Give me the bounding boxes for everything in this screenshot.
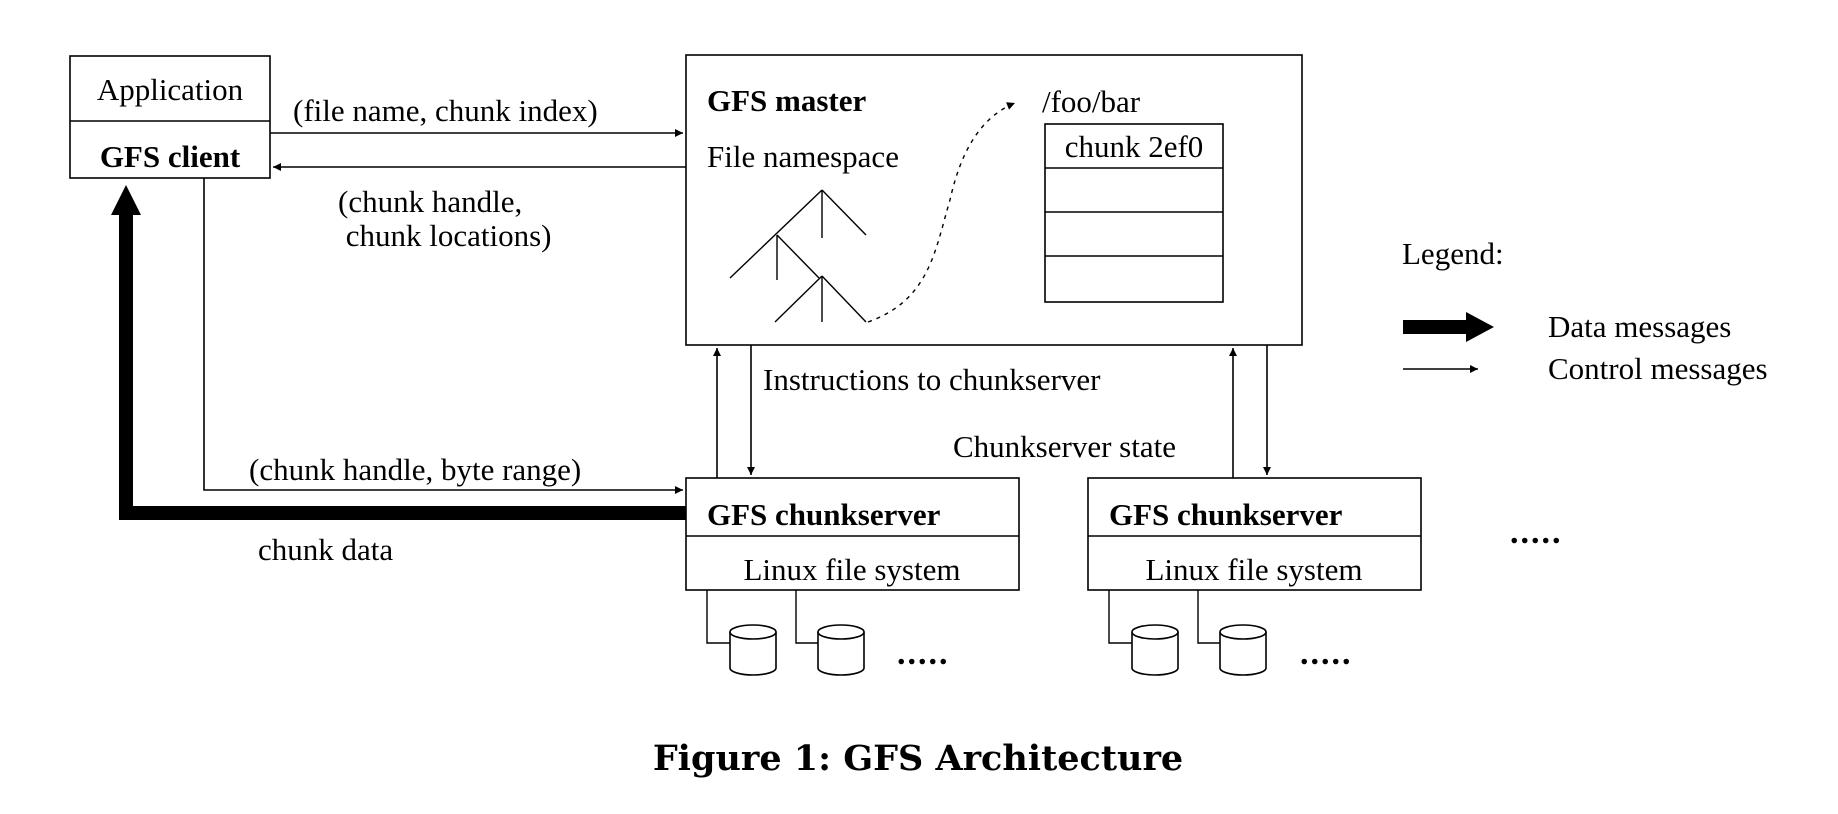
disk-icon <box>817 624 865 676</box>
reply-label-line2: chunk locations) <box>338 218 552 253</box>
chunk-id-cell: chunk 2ef0 <box>1065 129 1204 164</box>
disk-connectors <box>706 590 818 644</box>
chunk-data-label: chunk data <box>258 532 393 567</box>
file-path-label: /foo/bar <box>1042 84 1141 119</box>
application-label: Application <box>97 72 244 107</box>
legend: Legend: Data messages Control messages <box>1402 236 1768 386</box>
data-request-arrow <box>203 178 683 494</box>
namespace-link <box>867 102 1016 323</box>
figure-caption: Figure 1: GFS Architecture <box>653 738 1183 779</box>
master-box: GFS master File namespace /foo/bar chunk… <box>685 54 1303 346</box>
reply-label-line1: (chunk handle, <box>338 184 522 219</box>
chunkserver-title: GFS chunkserver <box>707 497 941 532</box>
linux-fs-label: Linux file system <box>1146 552 1363 587</box>
chunkserver-title: GFS chunkserver <box>1109 497 1343 532</box>
master-chunkserver-arrows <box>713 345 1271 478</box>
more-chunkservers-ellipsis: ..... <box>1510 514 1563 551</box>
legend-data-arrow-icon <box>1403 312 1494 342</box>
disk-icon <box>729 624 777 676</box>
data-request-label: (chunk handle, byte range) <box>249 452 581 487</box>
legend-data-label: Data messages <box>1548 309 1731 344</box>
legend-title: Legend: <box>1402 236 1504 271</box>
request-label: (file name, chunk index) <box>293 93 598 128</box>
client-box: Application GFS client <box>69 55 271 179</box>
file-namespace-label: File namespace <box>707 139 899 174</box>
chunk-data-arrow <box>111 185 686 520</box>
chunkserver-state-label: Chunkserver state <box>953 429 1176 464</box>
disk-connectors <box>1108 590 1220 644</box>
linux-fs-label: Linux file system <box>744 552 961 587</box>
instructions-label: Instructions to chunkserver <box>763 362 1101 397</box>
more-disks-ellipsis: ..... <box>897 635 950 672</box>
more-disks-ellipsis: ..... <box>1300 635 1353 672</box>
disk-icon <box>1219 624 1267 676</box>
master-title: GFS master <box>707 83 867 118</box>
gfs-client-label: GFS client <box>100 139 241 174</box>
chunk-table: chunk 2ef0 <box>1044 123 1224 303</box>
namespace-tree <box>729 189 867 323</box>
chunkserver-1: GFS chunkserver Linux file system ..... <box>685 477 1020 676</box>
disk-icon <box>1131 624 1179 676</box>
chunkserver-2: GFS chunkserver Linux file system ..... <box>1087 477 1422 676</box>
legend-control-label: Control messages <box>1548 351 1768 386</box>
